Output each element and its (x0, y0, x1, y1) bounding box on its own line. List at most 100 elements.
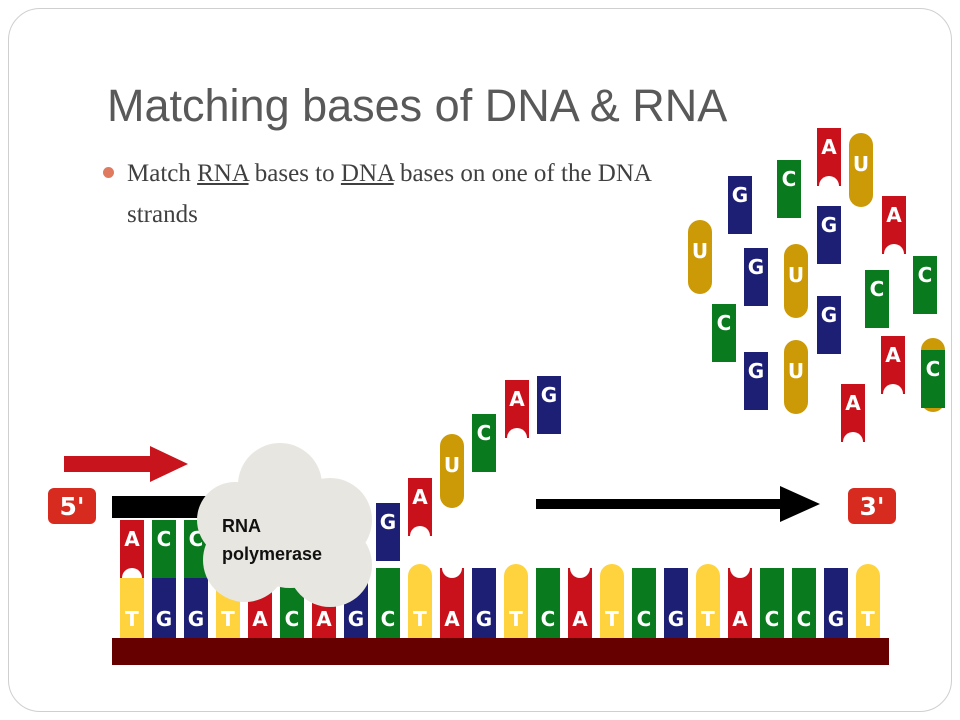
template-nucleotide-G: G (184, 568, 208, 638)
base-letter: T (413, 607, 427, 631)
template-nucleotide-C: C (760, 568, 784, 638)
template-nucleotide-C: C (792, 568, 816, 638)
template-nucleotide-T: T (856, 564, 880, 638)
base-letter: G (748, 359, 764, 383)
template-nucleotide-T: T (504, 564, 528, 638)
base-letter: A (444, 607, 460, 631)
coding-nucleotide-A: A (120, 520, 144, 578)
bullet-rna-word: RNA (197, 160, 249, 187)
free-nucleotide-C: C (865, 270, 889, 328)
free-nucleotide-A: A (817, 128, 841, 186)
template-nucleotide-T: T (600, 564, 624, 638)
free-nucleotide-G: G (744, 248, 768, 306)
free-nucleotide-G: G (744, 352, 768, 410)
free-nucleotide-G: G (817, 206, 841, 264)
slide-title: Matching bases of DNA & RNA (107, 80, 728, 131)
base-letter: T (509, 607, 523, 631)
base-letter: A (316, 607, 332, 631)
free-nucleotide-C: C (921, 350, 945, 408)
base-letter: T (125, 607, 139, 631)
base-letter: U (444, 453, 460, 477)
base-letter: G (156, 607, 172, 631)
base-letter: C (765, 607, 780, 631)
base-letter: T (861, 607, 875, 631)
base-letter: G (380, 510, 396, 534)
bullet-dna-word: DNA (340, 160, 394, 187)
base-letter: A (886, 203, 902, 227)
bullet-prefix: Match (127, 160, 198, 187)
base-letter: G (188, 607, 204, 631)
template-nucleotide-G: G (664, 568, 688, 638)
base-letter: A (124, 527, 140, 551)
rna-nucleotide-G: G (537, 376, 561, 434)
base-letter: G (828, 607, 844, 631)
base-letter: A (732, 607, 748, 631)
base-letter: A (412, 485, 428, 509)
polymerase-label-line: RNA (222, 516, 261, 536)
rna-nucleotide-C: C (472, 414, 496, 472)
base-letter: A (572, 607, 588, 631)
template-nucleotide-A: A (568, 568, 592, 638)
template-nucleotide-G: G (472, 568, 496, 638)
base-letter: G (668, 607, 684, 631)
base-letter: C (918, 263, 933, 287)
base-letter: C (797, 607, 812, 631)
base-letter: C (477, 421, 492, 445)
base-letter: T (605, 607, 619, 631)
base-letter: G (541, 383, 557, 407)
template-nucleotide-C: C (536, 568, 560, 638)
base-letter: C (285, 607, 300, 631)
free-nucleotide-U: U (784, 340, 808, 414)
base-letter: T (701, 607, 715, 631)
base-letter: C (717, 311, 732, 335)
bullet-suffix: bases on one of the DNA strands (127, 160, 651, 228)
free-nucleotide-U: U (849, 133, 873, 207)
five-prime-label-text: 5' (59, 492, 84, 521)
base-letter: G (748, 255, 764, 279)
base-letter: U (692, 239, 708, 263)
free-nucleotide-U: U (688, 220, 712, 294)
dna-backbone (112, 638, 889, 665)
direction-arrow (64, 446, 188, 482)
base-letter: C (782, 167, 797, 191)
base-letter: G (821, 213, 837, 237)
base-letter: G (821, 303, 837, 327)
base-letter: A (885, 343, 901, 367)
free-nucleotide-G: G (728, 176, 752, 234)
rna-nucleotide-G: G (376, 503, 400, 561)
base-letter: G (732, 183, 748, 207)
polymerase-label-line: polymerase (222, 544, 322, 564)
free-nucleotide-A: A (881, 336, 905, 394)
free-nucleotide-C: C (913, 256, 937, 314)
template-nucleotide-T: T (696, 564, 720, 638)
base-letter: A (252, 607, 268, 631)
rna-nucleotide-U: U (440, 434, 464, 508)
bullet-text: Match RNA bases to DNA bases on one of t… (127, 153, 672, 235)
base-letter: A (509, 387, 525, 411)
rna-nucleotide-A: A (505, 380, 529, 438)
base-letter: T (221, 607, 235, 631)
template-nucleotide-T: T (408, 564, 432, 638)
base-letter: G (348, 607, 364, 631)
three-prime-label: 3' (848, 488, 896, 524)
coding-nucleotide-C: C (152, 520, 176, 578)
three-prime-label-text: 3' (859, 492, 884, 521)
dna-strand-black (112, 496, 214, 518)
five-prime-label: 5' (48, 488, 96, 524)
strand-direction-arrow (536, 486, 820, 522)
base-letter: C (926, 357, 941, 381)
base-letter: U (788, 263, 804, 287)
base-letter: A (821, 135, 837, 159)
base-letter: A (845, 391, 861, 415)
base-letter: C (381, 607, 396, 631)
free-nucleotide-G: G (817, 296, 841, 354)
free-nucleotide-U: U (784, 244, 808, 318)
base-letter: C (541, 607, 556, 631)
rna-nucleotide-A: A (408, 478, 432, 536)
free-nucleotide-C: C (712, 304, 736, 362)
template-nucleotide-G: G (152, 568, 176, 638)
template-nucleotide-A: A (728, 568, 752, 638)
base-letter: C (157, 527, 172, 551)
free-nucleotide-A: A (882, 196, 906, 254)
